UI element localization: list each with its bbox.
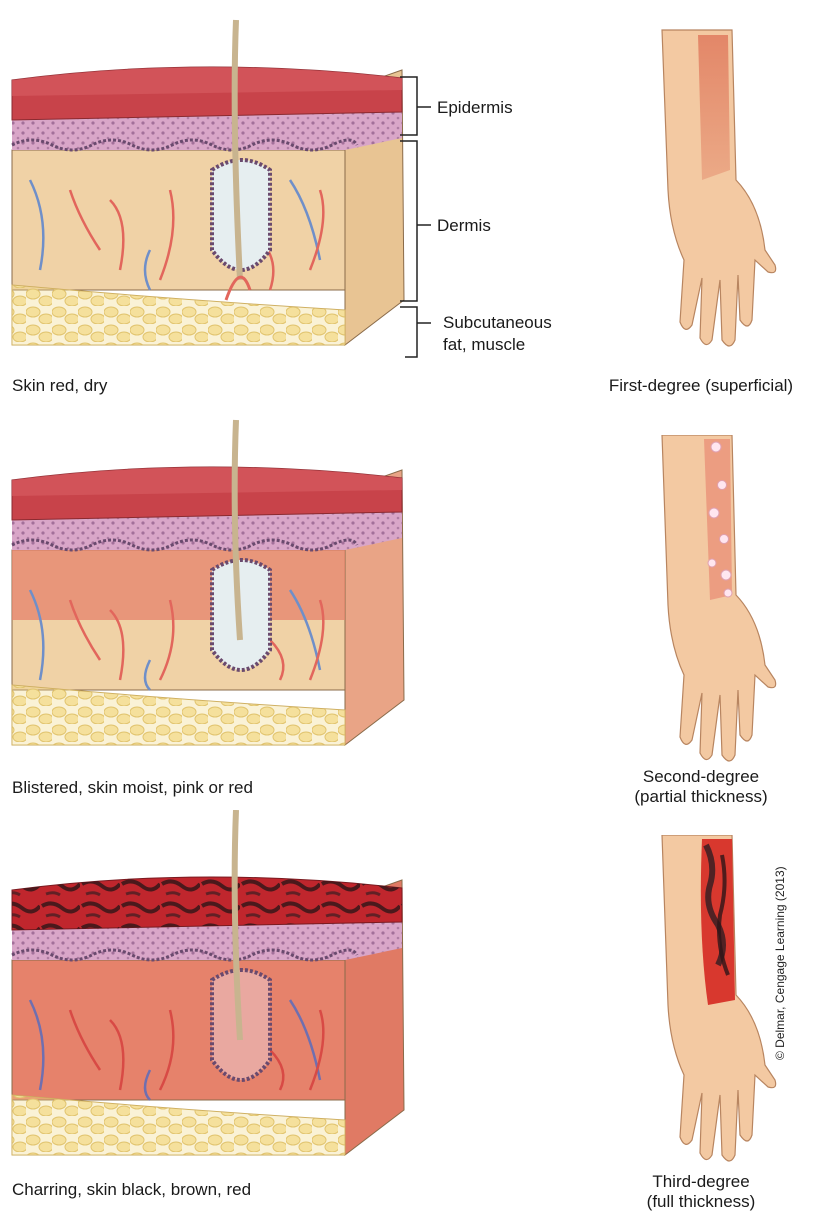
epidermis-label: Epidermis	[437, 97, 513, 118]
arm-caption-line: First-degree (superficial)	[586, 376, 816, 396]
arm-caption-third-degree: Third-degree (full thickness)	[586, 1172, 816, 1212]
skin-caption-first-degree: Skin red, dry	[12, 376, 107, 396]
third-degree-panel: Charring, skin black, brown, red Third-d…	[0, 810, 816, 1217]
fat-muscle-label: fat, muscle	[443, 334, 525, 355]
arm-third-degree	[640, 835, 780, 1165]
skin-caption-second-degree: Blistered, skin moist, pink or red	[12, 778, 253, 798]
arm-caption-line: Third-degree	[586, 1172, 816, 1192]
arm-caption-line: (full thickness)	[586, 1192, 816, 1212]
arm-first-degree	[640, 20, 780, 350]
skin-cross-section-second-degree	[0, 400, 420, 760]
first-degree-panel: Epidermis Dermis Subcutaneous fat, muscl…	[0, 0, 816, 400]
arm-caption-first-degree: First-degree (superficial)	[586, 376, 816, 396]
dermis-label: Dermis	[437, 215, 491, 236]
skin-cross-section-first-degree	[0, 0, 420, 360]
layer-bracket	[395, 75, 435, 365]
skin-cross-section-third-degree	[0, 810, 420, 1170]
subcutaneous-label: Subcutaneous	[443, 312, 552, 333]
copyright-credit: © Delmar, Cengage Learning (2013)	[770, 660, 790, 1060]
skin-caption-third-degree: Charring, skin black, brown, red	[12, 1180, 251, 1200]
second-degree-panel: Blistered, skin moist, pink or red Secon…	[0, 400, 816, 810]
arm-second-degree	[640, 435, 780, 765]
